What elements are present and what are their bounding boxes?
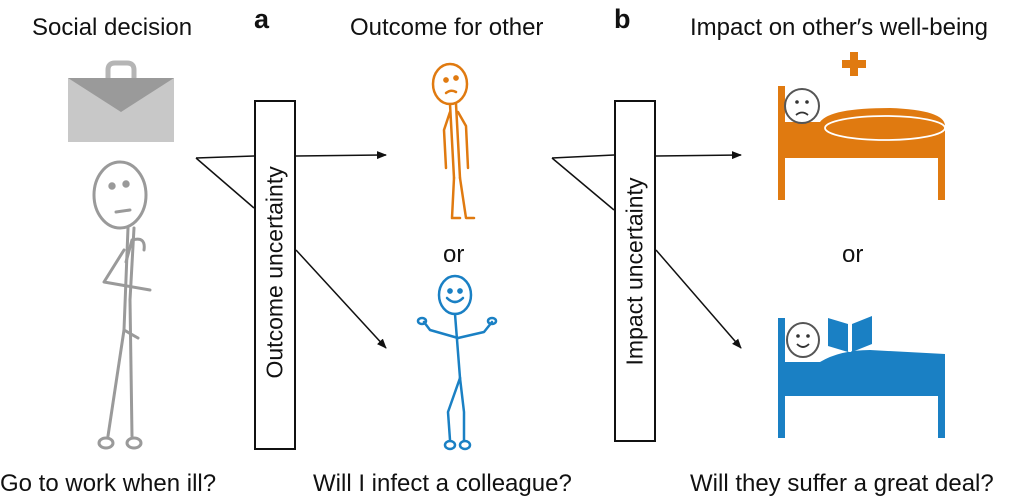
or-label-outcome: or [443,241,465,268]
or-label-impact: or [842,241,864,268]
happy-person-figure [416,274,498,451]
title-impact-on-wellbeing: Impact on other′s well-being [690,14,988,41]
thinking-person-figure [92,160,152,450]
panel-label-b: b [614,4,631,34]
outcome-branch-arrows [195,151,387,349]
impact-uncertainty-box: Impact uncertainty [614,100,656,442]
question-suffer-great-deal: Will they suffer a great deal? [690,470,994,497]
impact-branch-arrows [551,151,742,349]
title-social-decision: Social decision [32,14,193,41]
medical-cross-icon [842,52,866,76]
panel-label-a: a [254,4,270,34]
question-work-when-ill: Go to work when ill? [0,470,217,497]
outcome-uncertainty-box: Outcome uncertainty [254,100,296,450]
title-outcome-for-other: Outcome for other [350,14,544,41]
sad-person-figure [431,62,476,220]
sick-bed-icon [778,86,946,200]
resting-bed-icon [778,316,945,438]
briefcase-icon [68,60,174,142]
question-infect-colleague: Will I infect a colleague? [313,470,572,497]
